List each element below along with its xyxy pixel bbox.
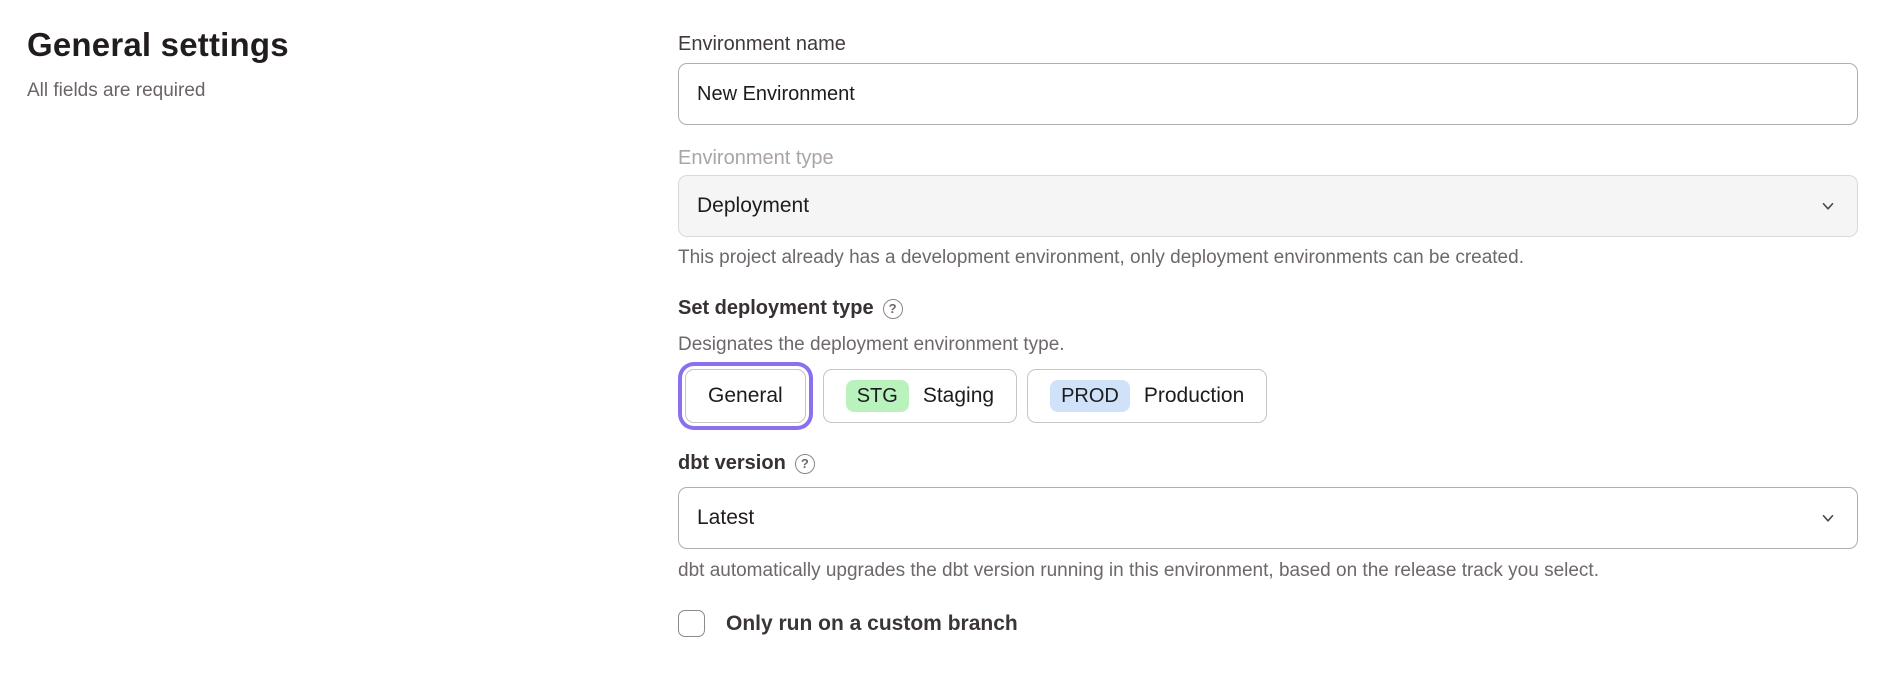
environment-name-label: Environment name (678, 33, 846, 55)
environment-name-label-row: Environment name (678, 33, 1858, 56)
environment-type-label-row: Environment type (678, 147, 1858, 170)
environment-type-helper: This project already has a development e… (678, 247, 1524, 268)
page-subtitle: All fields are required (27, 80, 206, 101)
deployment-type-options: General STG Staging PROD Production (678, 369, 1858, 423)
dbt-version-label-row: dbt version ? (678, 452, 1858, 475)
deployment-type-label-text: Set deployment type (678, 297, 874, 319)
dbt-version-label: dbt version ? (678, 452, 815, 475)
environment-name-field-row (678, 63, 1858, 125)
help-icon[interactable]: ? (882, 298, 903, 319)
deployment-type-description: Designates the deployment environment ty… (678, 334, 1065, 355)
environment-type-field-row: Deployment (678, 175, 1858, 237)
chevron-down-icon (1819, 197, 1837, 215)
chevron-down-icon (1819, 509, 1837, 527)
page-title: General settings (27, 26, 289, 63)
deployment-type-label: Set deployment type ? (678, 297, 903, 320)
deployment-type-label-row: Set deployment type ? (678, 297, 1858, 320)
staging-badge: STG (845, 380, 909, 412)
custom-branch-checkbox[interactable] (678, 610, 705, 637)
deployment-type-description-row: Designates the deployment environment ty… (678, 334, 1858, 356)
dbt-version-helper: dbt automatically upgrades the dbt versi… (678, 560, 1599, 581)
custom-branch-row: Only run on a custom branch (678, 610, 1858, 637)
deployment-type-staging-button[interactable]: STG Staging (822, 369, 1018, 423)
deployment-type-production-button[interactable]: PROD Production (1027, 369, 1268, 423)
deployment-type-staging-label: Staging (922, 384, 995, 407)
environment-type-helper-row: This project already has a development e… (678, 247, 1858, 269)
environment-type-label: Environment type (678, 147, 834, 169)
dbt-version-label-text: dbt version (678, 452, 786, 474)
production-badge: PROD (1050, 380, 1130, 412)
dbt-version-select[interactable]: Latest (678, 487, 1858, 549)
environment-type-select: Deployment (678, 175, 1858, 237)
dbt-version-helper-row: dbt automatically upgrades the dbt versi… (678, 560, 1858, 582)
dbt-version-field-row: Latest (678, 487, 1858, 549)
environment-type-value: Deployment (697, 194, 810, 217)
environment-name-input[interactable] (678, 63, 1858, 125)
dbt-version-value: Latest (697, 506, 755, 529)
deployment-type-production-label: Production (1143, 384, 1245, 407)
deployment-type-general-label: General (708, 384, 783, 407)
deployment-type-general-button[interactable]: General (685, 369, 806, 423)
help-icon[interactable]: ? (794, 453, 815, 474)
custom-branch-label[interactable]: Only run on a custom branch (726, 611, 1018, 635)
environment-form: Environment name Environment type Deploy… (678, 0, 1858, 678)
